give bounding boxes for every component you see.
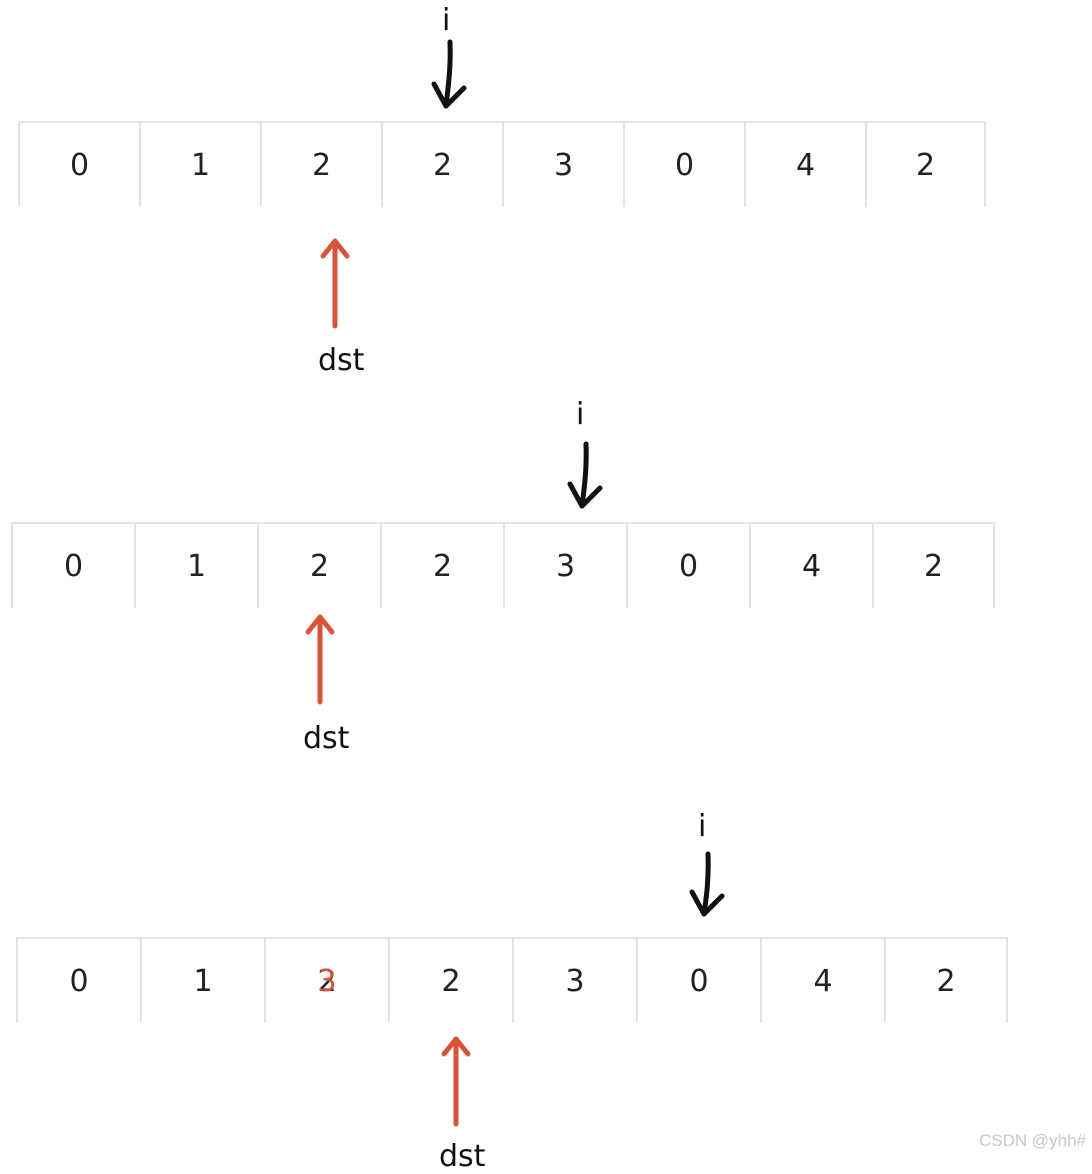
array-cell: 4 xyxy=(744,123,865,207)
old-value: 2 xyxy=(317,963,337,999)
array-cell: 3 xyxy=(502,123,623,207)
i-label: i xyxy=(442,3,451,38)
i-arrow-icon xyxy=(431,39,467,109)
dst-label: dst xyxy=(303,721,350,756)
array-cell: 3 xyxy=(503,524,626,608)
array-cell: 3 xyxy=(512,939,636,1023)
array-cell: 1 xyxy=(140,939,264,1023)
i-label: i xyxy=(698,809,707,844)
array-cell: 2 xyxy=(872,524,995,608)
array-cell: 2 xyxy=(257,524,380,608)
dst-label: dst xyxy=(318,343,365,378)
dst-label: dst xyxy=(439,1139,486,1174)
dst-arrow-icon xyxy=(305,614,335,705)
array-cell: 0 xyxy=(11,524,134,608)
dst-arrow-icon xyxy=(320,238,350,329)
watermark: CSDN @yhh# xyxy=(978,1131,1086,1150)
overwritten-value: 3 xyxy=(317,963,337,999)
array-cell: 2 xyxy=(380,524,503,608)
array-cell: 4 xyxy=(749,524,872,608)
array-cell: 0 xyxy=(626,524,749,608)
array-cell: 4 xyxy=(760,939,884,1023)
array-row: 0 1 2 3 2 3 0 4 2 xyxy=(16,937,1008,1023)
array-cell: 0 xyxy=(636,939,760,1023)
i-label: i xyxy=(576,397,585,432)
array-row: 0 1 2 2 3 0 4 2 xyxy=(18,121,986,207)
array-cell: 2 xyxy=(388,939,512,1023)
array-cell: 0 xyxy=(623,123,744,207)
array-row: 0 1 2 2 3 0 4 2 xyxy=(11,522,995,608)
array-cell: 2 xyxy=(260,123,381,207)
array-cell: 2 xyxy=(865,123,986,207)
array-cell: 0 xyxy=(18,123,139,207)
dst-arrow-icon xyxy=(441,1036,471,1127)
array-cell: 2 xyxy=(381,123,502,207)
array-cell: 1 xyxy=(134,524,257,608)
i-arrow-icon xyxy=(689,851,725,917)
array-cell: 1 xyxy=(139,123,260,207)
i-arrow-icon xyxy=(567,441,603,509)
array-cell: 2 xyxy=(884,939,1008,1023)
array-cell: 2 3 xyxy=(264,939,388,1023)
array-cell: 0 xyxy=(16,939,140,1023)
